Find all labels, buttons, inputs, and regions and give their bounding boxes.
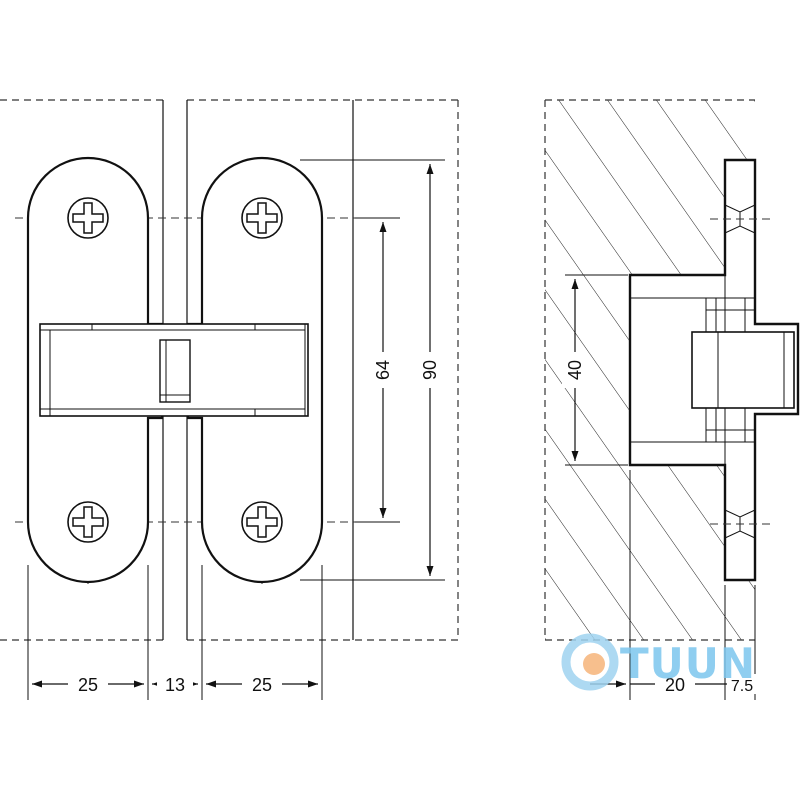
dim-7-5-label: 7.5 <box>731 678 753 695</box>
dim-20: 20 <box>590 672 725 696</box>
dim-90-label: 90 <box>420 360 440 380</box>
screw-bottom-left <box>67 501 109 543</box>
dim-40: 40 <box>562 279 588 461</box>
dim-25-right: 25 <box>206 672 318 696</box>
extension-lines-vertical <box>300 159 445 581</box>
hinge-section-profile <box>628 158 800 582</box>
logo-text: TUUN <box>620 639 756 688</box>
screws <box>67 197 283 543</box>
dim-64: 64 <box>370 222 396 518</box>
screw-bottom-right <box>241 501 283 543</box>
screw-top-left <box>67 197 109 239</box>
screw-top-right <box>241 197 283 239</box>
extension-lines-horizontal-left <box>27 565 323 700</box>
dim-25-left-label: 25 <box>78 675 98 695</box>
logo-dot-icon <box>583 653 605 675</box>
dim-90: 90 <box>417 164 443 576</box>
dim-13-label: 13 <box>165 675 185 695</box>
hinge-link-body <box>39 323 309 417</box>
logo-ring-icon <box>561 633 619 691</box>
dim-13: 13 <box>152 672 198 696</box>
dim-20-label: 20 <box>665 675 685 695</box>
section-centerlines <box>710 218 775 525</box>
dim-25-left: 25 <box>32 672 144 696</box>
dim-40-label: 40 <box>565 360 585 380</box>
dim-7-5: 7.5 <box>725 674 757 695</box>
brand-logo-watermark: TUUN <box>561 633 756 691</box>
dim-25-right-label: 25 <box>252 675 272 695</box>
dim-64-label: 64 <box>373 360 393 380</box>
